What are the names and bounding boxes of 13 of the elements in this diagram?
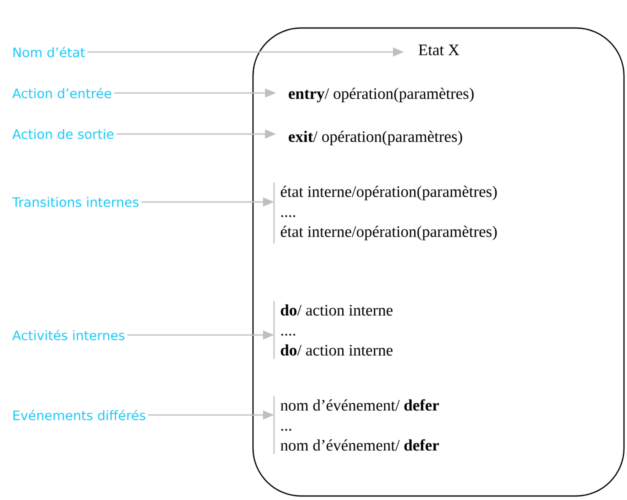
- annotation-label: Transitions internes: [12, 196, 138, 208]
- state-text: entry/ opération(paramètres): [288, 88, 474, 102]
- annotation-label: Action de sortie: [12, 128, 114, 140]
- state-text: exit/ opération(paramètres): [288, 130, 462, 146]
- bracketed-text-block: do/ action interne .... do/ action interne: [273, 301, 393, 359]
- bracketed-text-block: état interne/opération(paramètres) .... état interne/opération(paramètres): [273, 182, 497, 244]
- annotation-label: Action d’entrée: [12, 88, 112, 98]
- state-box: [252, 27, 625, 497]
- annotation-label: Nom d’état: [13, 46, 85, 58]
- annotation-label: Activités internes: [12, 330, 124, 340]
- annotation-label: Evénements différés: [13, 410, 146, 420]
- bracketed-text-block: nom d’événement/ defer ... nom d’événement/ defer: [273, 396, 439, 454]
- state-text: Etat X: [418, 44, 460, 56]
